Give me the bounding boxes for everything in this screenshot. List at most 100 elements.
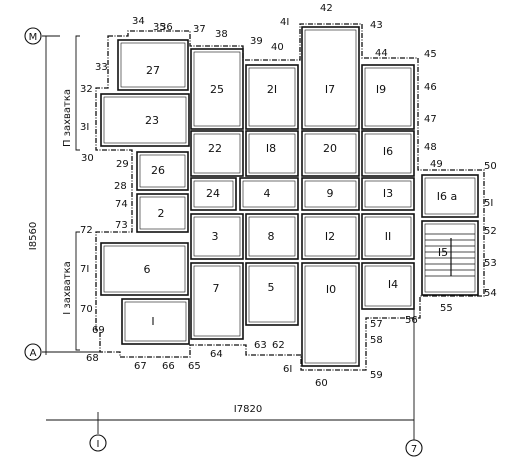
room-label: I7: [325, 83, 335, 96]
point-number: 42: [320, 3, 333, 14]
room-11: II: [361, 213, 415, 260]
room-12: I2: [301, 213, 360, 260]
rooms: 27 25 2I I7 I9 23 2: [100, 26, 479, 367]
room-label: 2: [158, 207, 165, 220]
room-6: 6: [100, 242, 189, 296]
room-16a: I6 a: [421, 174, 479, 218]
point-number: 58: [370, 335, 383, 346]
room-7: 7: [190, 262, 244, 340]
room-label: 25: [210, 83, 224, 96]
room-3: 3: [190, 213, 244, 260]
point-number: 73: [115, 220, 128, 231]
room-8: 8: [245, 213, 299, 260]
point-number: 53: [484, 258, 497, 269]
point-number: 33: [95, 62, 108, 73]
room-1: I: [121, 298, 190, 345]
room-5: 5: [245, 262, 299, 326]
room-10: I0: [301, 262, 360, 367]
point-number: 28: [114, 181, 127, 192]
point-number: 52: [484, 226, 497, 237]
point-number: 32: [80, 84, 93, 95]
point-number: 55: [440, 303, 453, 314]
point-number: 47: [424, 114, 437, 125]
room-label: 6: [144, 263, 151, 276]
point-number: 70: [80, 304, 93, 315]
room-25: 25: [190, 48, 244, 130]
room-label: II: [385, 230, 392, 243]
point-number: 3I: [80, 122, 89, 133]
room-21: 2I: [245, 64, 299, 130]
point-number: 72: [80, 225, 93, 236]
room-label: I9: [376, 83, 386, 96]
room-23: 23: [100, 93, 190, 147]
point-number: 60: [315, 378, 328, 389]
room-label: 4: [264, 187, 271, 200]
stage-brackets: П захватка I захватка: [62, 35, 80, 351]
point-number: 4I: [280, 17, 289, 28]
room-label: I6 a: [437, 190, 457, 203]
stage-lower-label: I захватка: [62, 261, 73, 315]
room-label: 24: [206, 187, 220, 200]
point-number: 54: [484, 288, 497, 299]
axis-marker-bottom: A: [30, 348, 37, 359]
room-15-stairs: I5: [421, 220, 479, 296]
room-label: 8: [268, 230, 275, 243]
point-number: 66: [162, 361, 175, 372]
perimeter-numbers: 34 35 36 37 38 39 40 4I 42 43 44 45 46 4…: [80, 3, 497, 389]
room-16: I6: [361, 130, 415, 177]
point-number: 35: [153, 22, 166, 33]
room-26: 26: [136, 151, 189, 191]
room-label: 20: [323, 142, 337, 155]
room-label: I8: [266, 142, 276, 155]
point-number: 37: [193, 24, 206, 35]
point-number: 57: [370, 319, 383, 330]
room-label: 7: [213, 282, 220, 295]
point-number: 44: [375, 48, 388, 59]
room-label: I3: [383, 187, 393, 200]
room-label: I6: [383, 145, 393, 158]
point-number: 5I: [484, 198, 493, 209]
room-label: I2: [325, 230, 335, 243]
point-number: 59: [370, 370, 383, 381]
point-number: 43: [370, 20, 383, 31]
room-14: I4: [361, 262, 415, 310]
room-label: 27: [146, 64, 160, 77]
room-label: 23: [145, 114, 159, 127]
room-label: I4: [388, 278, 398, 291]
point-number: 67: [134, 361, 147, 372]
point-number: 49: [430, 159, 443, 170]
point-number: 34: [132, 16, 145, 27]
room-label: 2I: [267, 83, 277, 96]
point-number: 36: [160, 22, 173, 33]
room-20: 20: [301, 130, 360, 177]
point-number: 40: [271, 42, 284, 53]
axis-marker-top: M: [29, 32, 38, 43]
point-number: 6I: [283, 364, 292, 375]
point-number: 48: [424, 142, 437, 153]
room-label: I: [151, 315, 154, 328]
point-number: 38: [215, 29, 228, 40]
room-label: 9: [327, 187, 334, 200]
point-number: 65: [188, 361, 201, 372]
room-label: 3: [212, 230, 219, 243]
room-2: 2: [136, 193, 189, 233]
point-number: 68: [86, 353, 99, 364]
axis-marker-column-left: I: [97, 439, 100, 450]
stage-upper-label: П захватка: [62, 89, 73, 147]
point-number: 74: [115, 199, 128, 210]
point-number: 46: [424, 82, 437, 93]
point-number: 69: [92, 325, 105, 336]
room-4: 4: [239, 177, 299, 211]
room-label: 5: [268, 281, 275, 294]
point-number: 64: [210, 349, 223, 360]
room-label: 26: [151, 164, 165, 177]
axis-marker-column-right: 7: [411, 444, 417, 455]
point-number: 7I: [80, 264, 89, 275]
room-24: 24: [190, 177, 237, 211]
room-label: I5: [438, 246, 448, 259]
room-18: I8: [245, 130, 299, 177]
point-number: 30: [81, 153, 94, 164]
room-17: I7: [301, 26, 360, 130]
vertical-dimension: I8560: [28, 222, 39, 250]
